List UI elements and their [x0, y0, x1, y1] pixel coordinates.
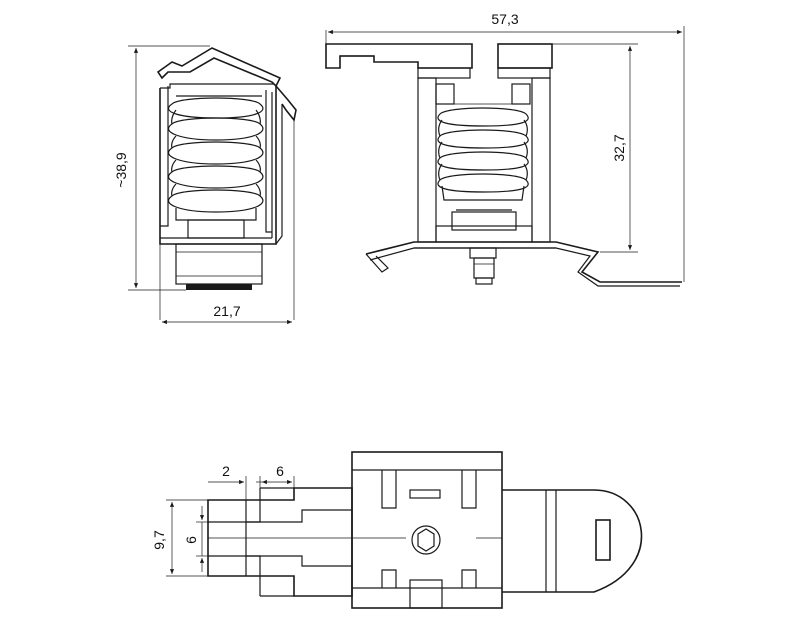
dimension-label-width-top: 57,3 — [491, 11, 518, 27]
dimension-label-width-left: 21,7 — [213, 303, 240, 319]
dimension-width-top: 57,3 — [325, 11, 685, 282]
dimension-height-left: ~38,9 — [113, 45, 210, 291]
dimension-height-right: 32,7 — [552, 43, 638, 253]
dimension-label-height-right: 32,7 — [611, 134, 627, 161]
dimension-label-height-97: 9,7 — [151, 530, 167, 550]
top-view — [207, 451, 643, 609]
dimension-gap-2: 2 — [208, 463, 262, 500]
dimension-label-height-left: ~38,9 — [113, 152, 129, 188]
dimension-height-97: 9,7 — [151, 499, 208, 577]
dimension-height-6: 6 — [183, 506, 208, 572]
front-view — [325, 43, 682, 287]
dimension-width-6: 6 — [262, 463, 295, 488]
dimension-width-left: 21,7 — [162, 303, 292, 325]
dimension-label-gap-2: 2 — [222, 463, 230, 479]
dimension-label-width-6: 6 — [276, 463, 284, 479]
side-spring — [167, 95, 264, 221]
side-view — [156, 47, 297, 320]
dimension-label-height-6: 6 — [183, 536, 199, 544]
front-spring — [437, 107, 529, 211]
